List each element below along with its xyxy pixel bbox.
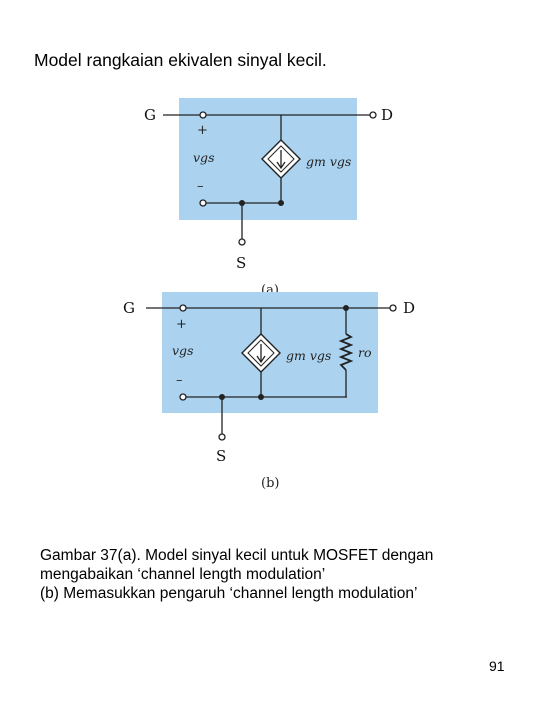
figure-a: G D S + – vgs gm vgs (a) — [144, 98, 393, 298]
caption-line-3: (b) Memasukkan pengaruh ‘channel length … — [40, 585, 418, 602]
figure-b-resistor-icon — [338, 333, 354, 371]
figure-b-gate-label: G — [123, 299, 135, 317]
figure-a-vgs-label: vgs — [193, 150, 214, 165]
figure-a-plus-label: + — [197, 123, 208, 138]
figure-b-ro-label: ro — [358, 345, 372, 360]
figure-a-junction-dot — [239, 200, 245, 206]
figure-a-gmvgs-label: gm vgs — [306, 154, 351, 169]
figure-caption: Gambar 37(a). Model sinyal kecil untuk M… — [40, 546, 433, 603]
figure-a-junction-dot-2 — [278, 200, 284, 206]
figure-b-lower-terminal — [179, 393, 187, 401]
figure-a-drain-label: D — [381, 106, 393, 124]
page-title: Model rangkaian ekivalen sinyal kecil. — [34, 50, 327, 70]
figure-a-dependent-source-icon — [261, 139, 301, 179]
figure-a-gate-terminal — [199, 111, 207, 119]
figure-b: G D S + – vgs gm vgs ro (b) — [123, 292, 415, 491]
caption-line-2: mengabaikan ‘channel length modulation’ — [40, 566, 326, 583]
figure-a-drain-terminal — [369, 111, 377, 119]
figure-a-gate-label: G — [144, 106, 156, 124]
figure-b-sublabel: (b) — [261, 476, 279, 491]
figure-b-drain-label: D — [403, 299, 415, 317]
figure-b-plus-label: + — [176, 317, 187, 332]
figure-a-minus-label: – — [197, 179, 204, 194]
figure-b-gmvgs-label: gm vgs — [286, 348, 331, 363]
page-number: 91 — [489, 658, 505, 674]
figure-b-gate-terminal — [179, 304, 187, 312]
figure-b-dependent-source-icon — [241, 333, 281, 373]
figure-a-lower-terminal — [199, 199, 207, 207]
figure-b-junction-dot — [219, 394, 225, 400]
figure-a-source-terminal — [238, 238, 246, 246]
figure-b-vgs-label: vgs — [172, 343, 193, 358]
figure-b-drain-terminal — [389, 304, 397, 312]
figure-b-junction-dot-2 — [258, 394, 264, 400]
figure-b-source-terminal — [218, 433, 226, 441]
figure-b-source-label: S — [216, 447, 226, 465]
figure-b-junction-dot-top — [343, 305, 349, 311]
figure-a-source-label: S — [236, 254, 246, 272]
figure-b-minus-label: – — [176, 373, 183, 388]
caption-line-1: Gambar 37(a). Model sinyal kecil untuk M… — [40, 547, 434, 564]
